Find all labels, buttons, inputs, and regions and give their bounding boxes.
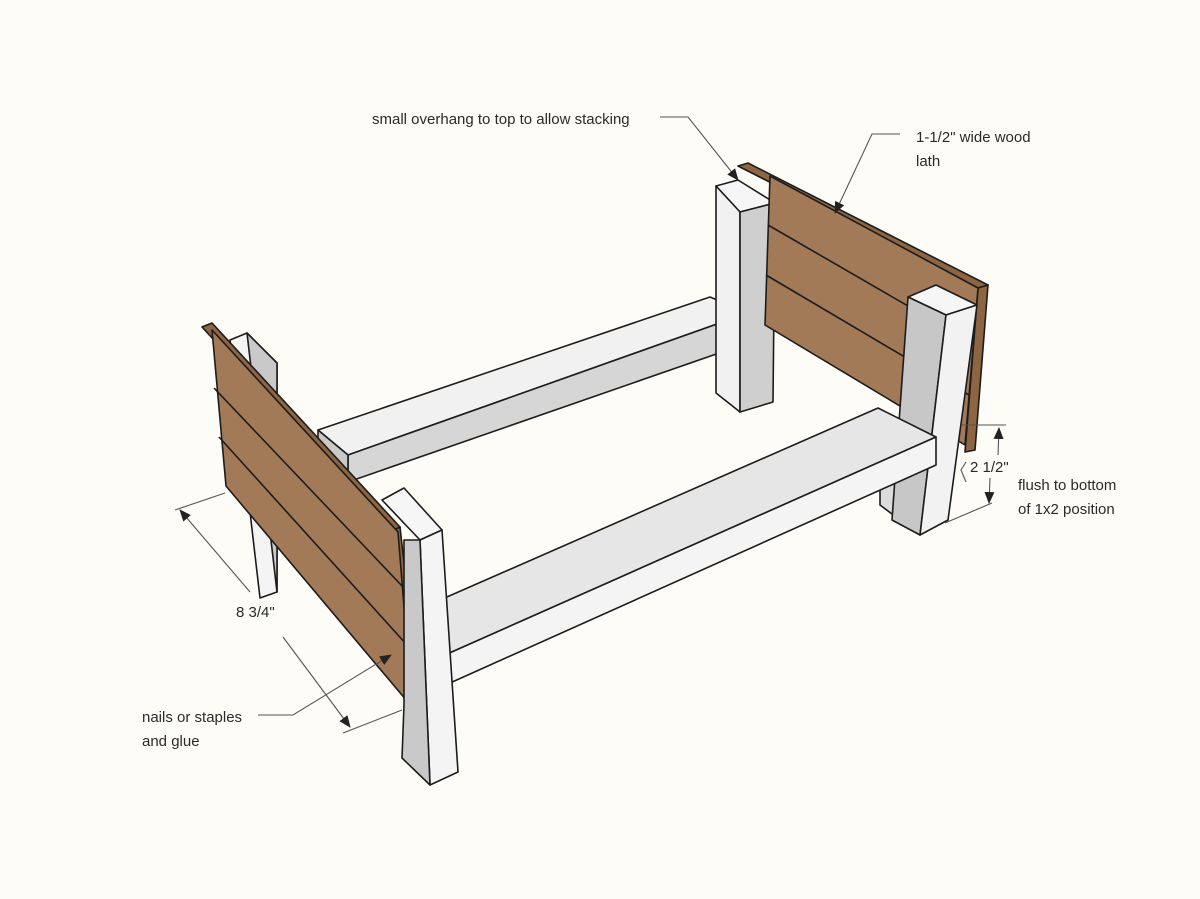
lath-leader [834, 133, 900, 214]
back-rail [317, 296, 749, 483]
height-dimension-label: 2 1/2" [970, 456, 1009, 480]
nails-note: nails or staples and glue [142, 706, 242, 754]
lath-note: 1-1/2" wide wood lath [916, 126, 1031, 174]
width-dimension-line-b [282, 636, 351, 728]
left-panel [201, 322, 421, 709]
height-dimension-value: 2 1/2" [970, 459, 1009, 476]
flush-leader [960, 461, 967, 483]
width-dimension-value: 8 3/4" [236, 604, 275, 621]
front-rail [439, 407, 937, 684]
nails-note-line2: and glue [142, 733, 200, 750]
width-dimension-label: 8 3/4" [236, 601, 275, 625]
overhang-note: small overhang to top to allow stacking [372, 108, 630, 132]
width-extension-top [174, 492, 226, 511]
overhang-note-text: small overhang to top to allow stacking [372, 111, 630, 128]
width-extension-bottom [342, 709, 403, 734]
overhang-leader [660, 116, 739, 181]
back-right-leg [715, 179, 776, 413]
lath-note-line1: 1-1/2" wide wood [916, 129, 1031, 146]
height-dimension-line-b [984, 477, 995, 504]
width-dimension-line-a [179, 509, 251, 593]
front-left-leg [381, 487, 459, 786]
nails-leader [258, 654, 392, 716]
flush-note-line2: of 1x2 position [1018, 501, 1115, 518]
lath-note-line2: lath [916, 153, 941, 170]
nails-note-line1: nails or staples [142, 709, 243, 726]
flush-note-line1: flush to bottom [1018, 477, 1117, 494]
height-dimension-line-a [993, 427, 1004, 456]
flush-note: flush to bottom of 1x2 position [1018, 474, 1116, 522]
height-extension-bottom [944, 502, 993, 524]
